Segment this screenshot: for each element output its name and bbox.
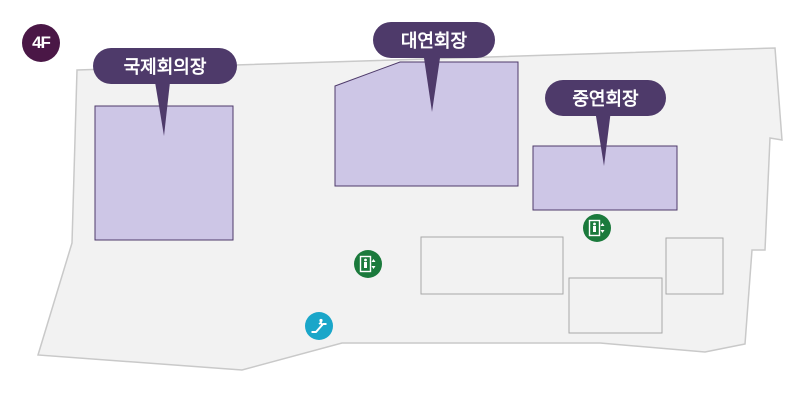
pointer-medium: [595, 110, 611, 166]
hall-label-medium[interactable]: 중연회장: [545, 80, 666, 116]
elevator-glyph: [359, 255, 376, 273]
elevator-icon[interactable]: [354, 250, 382, 278]
room-right: [665, 237, 724, 295]
floor-badge: 4F: [22, 24, 60, 62]
hall-label-international[interactable]: 국제회의장: [93, 48, 237, 84]
elevator-icon[interactable]: [583, 214, 611, 242]
elevator-glyph: [588, 219, 605, 237]
pointer-large: [424, 58, 440, 112]
escalator-icon[interactable]: [305, 312, 333, 340]
room-lower: [568, 277, 663, 334]
pointer-international: [155, 82, 170, 136]
room-center: [420, 236, 564, 295]
escalator-glyph: [311, 318, 327, 333]
hall-label-large[interactable]: 대연회장: [373, 22, 495, 58]
hall-large[interactable]: [334, 61, 519, 187]
